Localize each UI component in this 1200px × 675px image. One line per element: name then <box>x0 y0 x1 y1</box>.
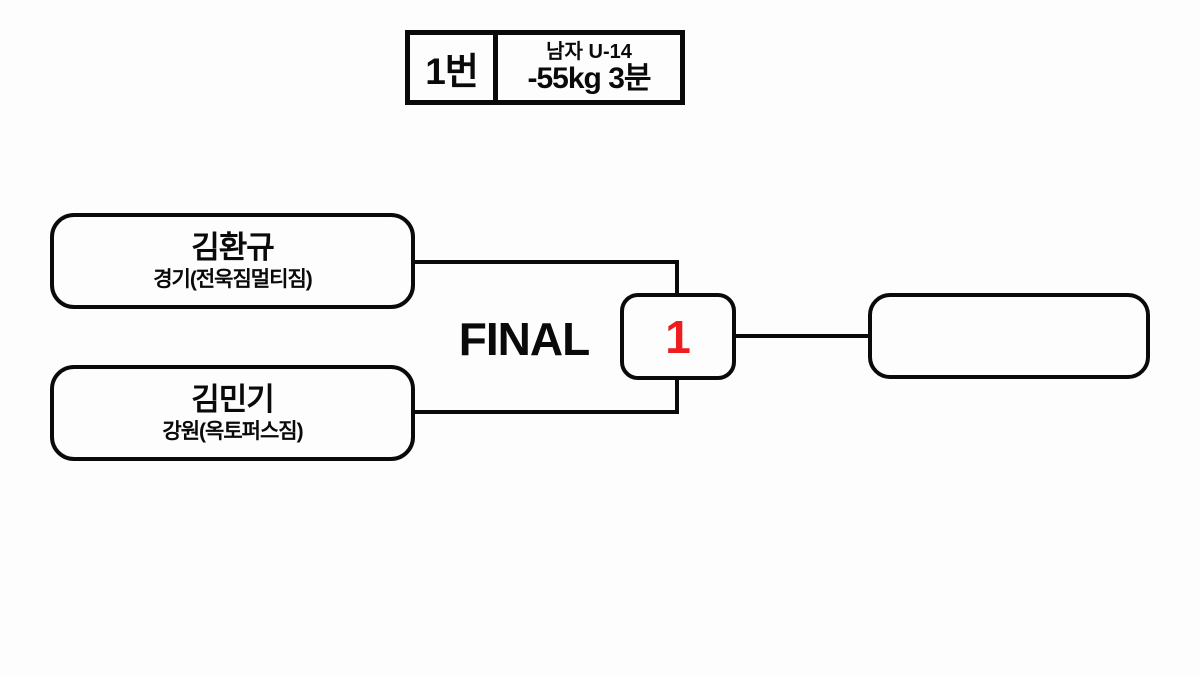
winner-box <box>868 293 1150 379</box>
division-category-label: 남자 U-14 <box>546 41 632 64</box>
competitor-1-team: 경기(전욱짐멀티짐) <box>153 267 313 291</box>
match-number-cell: 1번 <box>410 35 498 100</box>
connector-top-vertical <box>675 260 679 296</box>
competitor-2-name: 김민기 <box>191 382 275 418</box>
connector-bottom-horizontal <box>415 410 679 414</box>
match-node-number: 1 <box>665 310 691 363</box>
competitor-2-team: 강원(옥토퍼스짐) <box>162 419 303 443</box>
match-header-card: 1번 남자 U-14 -55kg 3분 <box>405 30 685 105</box>
connector-top-horizontal <box>415 260 679 264</box>
connector-bottom-vertical <box>675 378 679 414</box>
competitor-box-2: 김민기 강원(옥토퍼스짐) <box>50 365 415 461</box>
competitor-box-1: 김환규 경기(전욱짐멀티짐) <box>50 213 415 309</box>
competitor-1-name: 김환규 <box>191 230 275 266</box>
match-node-box: 1 <box>620 293 736 380</box>
division-weight-time-label: -55kg 3분 <box>527 62 652 96</box>
connector-winner-horizontal <box>734 334 868 338</box>
division-cell: 남자 U-14 -55kg 3분 <box>498 35 680 100</box>
round-label: FINAL <box>458 313 590 365</box>
